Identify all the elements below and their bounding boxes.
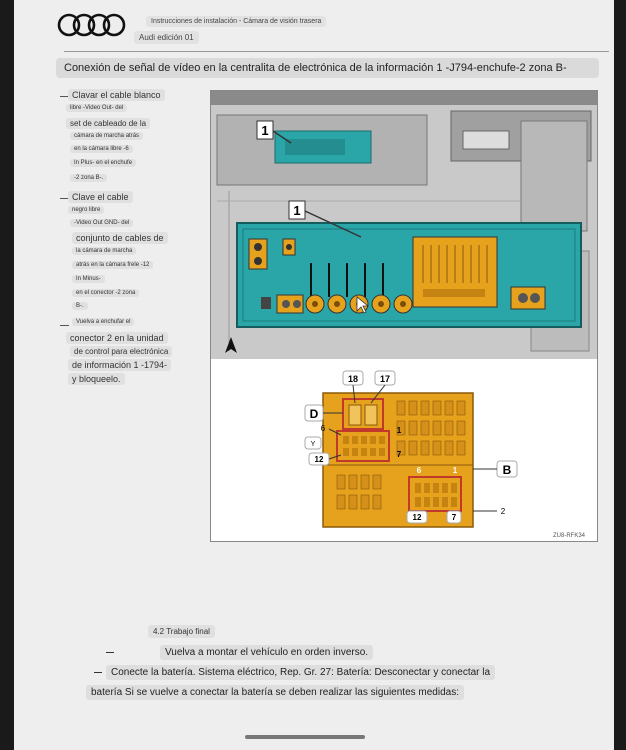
step3-line: Vuelva a enchufar el (72, 318, 135, 326)
north-arrow-icon (225, 337, 237, 353)
step2-line: -Video Out GND- del (70, 219, 134, 227)
connector-illustration: 1 1 (211, 91, 597, 541)
manual-page: Instrucciones de instalación - Cámara de… (14, 0, 614, 750)
step2-line: B-. (72, 302, 88, 310)
bullet-dash (106, 652, 114, 653)
step2-line: negro libre (68, 206, 105, 214)
audi-rings-logo (57, 13, 126, 37)
pin-label: 1 (453, 466, 458, 475)
step2-line: en el conector -2 zona (72, 289, 140, 297)
step3-line: de información 1 -1794- (68, 359, 172, 371)
step2-line: In Minus- (72, 275, 105, 283)
pin-label: 12 (315, 455, 324, 464)
step3-line: y bloqueelo. (68, 373, 125, 385)
pin-label: 7 (397, 450, 402, 459)
step3-line: conector 2 en la unidad (66, 332, 168, 344)
section-number: 4.2 Trabajo final (148, 625, 215, 638)
step1-line: en la cámara libre -6 (70, 145, 133, 153)
pin-label: 12 (413, 513, 422, 522)
step2-line: la cámara de marcha (72, 247, 137, 255)
section-title: Conexión de señal de vídeo en la central… (56, 58, 599, 78)
final-step-line: Vuelva a montar el vehículo en orden inv… (160, 645, 374, 660)
step1-line: set de cableado de la (66, 118, 151, 129)
step1-line: Clavar el cable blanco (68, 89, 165, 101)
pin-label: 2 (501, 507, 506, 516)
step1-line: cámara de marcha atrás (70, 132, 144, 140)
step1-line: In Plus- en el enchufe (70, 159, 137, 167)
step3-line: de control para electrónica (70, 346, 173, 357)
pin-label: 17 (380, 374, 390, 384)
pin-label: 1 (397, 426, 402, 435)
edition-label: Audi edición 01 (134, 31, 199, 44)
step1-line: -2 zona B-. (70, 174, 108, 182)
pin-label: 7 (452, 513, 457, 522)
callout-label: 1 (293, 203, 300, 218)
connector-label: D (310, 407, 319, 421)
home-indicator[interactable] (245, 735, 365, 739)
doc-title: Instrucciones de instalación - Cámara de… (146, 16, 327, 27)
step2-line: atrás en la cámara frele -12 (72, 261, 154, 269)
connector-label: B (503, 463, 512, 477)
bullet-dash (60, 325, 69, 326)
pin-label: Y (311, 441, 316, 448)
header-divider (64, 51, 609, 52)
bullet-dash (60, 198, 69, 199)
bullet-dash (60, 96, 69, 97)
final-step-line: batería Si se vuelve a conectar la bater… (86, 685, 464, 700)
step2-line: Clave el cable (68, 191, 133, 203)
callout-label: 1 (261, 123, 268, 138)
bullet-dash (94, 672, 102, 673)
pin-label: 18 (348, 374, 358, 384)
step2-line: conjunto de cables de (72, 232, 168, 244)
pin-label: 6 (321, 424, 326, 433)
pin-label: 6 (417, 466, 422, 475)
wiring-figure: 1 1 (210, 90, 598, 542)
figure-code: ZU8-RFK34 (553, 533, 586, 539)
final-step-line: Conecte la batería. Sistema eléctrico, R… (106, 665, 496, 680)
step1-line: libre -Video Out- del (66, 104, 128, 112)
